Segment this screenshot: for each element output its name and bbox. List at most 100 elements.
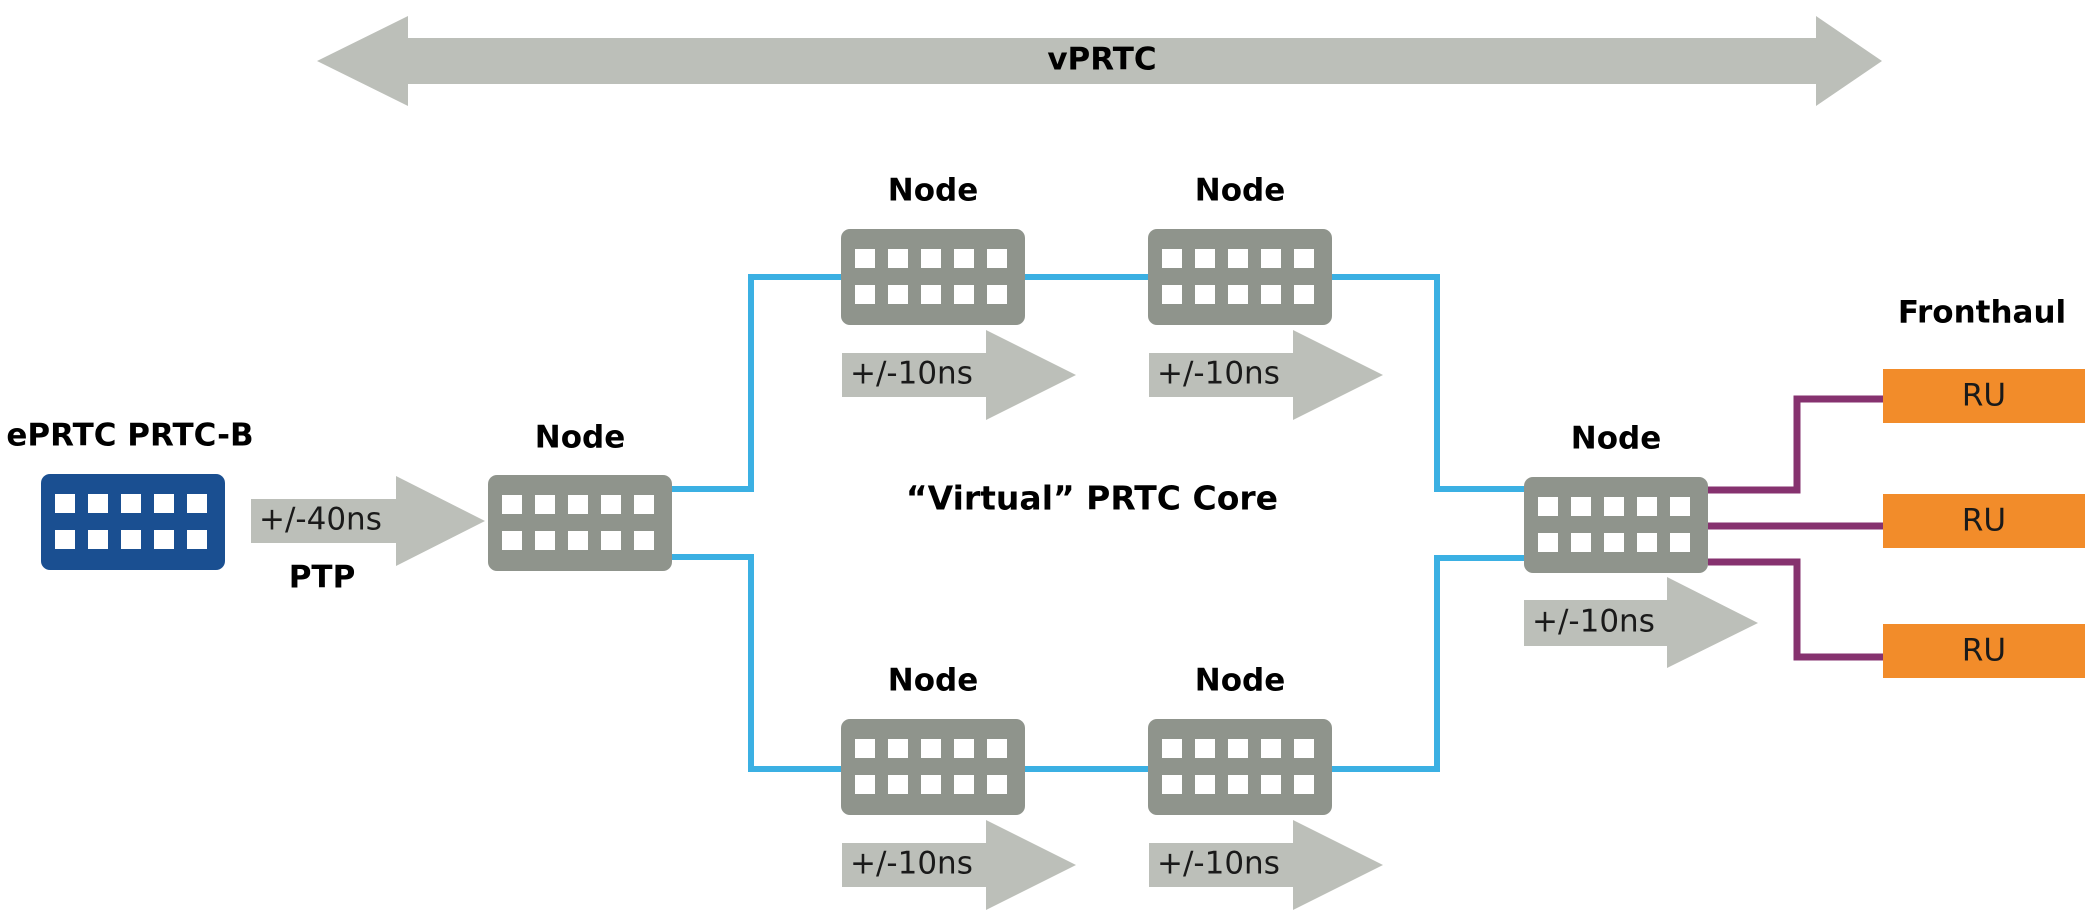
port — [601, 531, 621, 550]
port — [55, 494, 75, 513]
node-top-right-offset-label: +/-10ns — [1157, 356, 1280, 392]
port — [954, 249, 974, 268]
port — [502, 495, 522, 514]
node-bottom-right-label: Node — [1195, 663, 1285, 699]
port — [187, 494, 207, 513]
node-bottom-right-offset-arrow — [1149, 820, 1383, 910]
port — [601, 495, 621, 514]
node-top-left-offset-arrow — [842, 330, 1076, 420]
port — [535, 495, 555, 514]
node-bottom-left-offset-label: +/-10ns — [850, 846, 973, 882]
port — [1538, 497, 1558, 516]
node-bottom-right-device — [1148, 719, 1332, 815]
core-links — [672, 274, 1623, 772]
port — [1294, 285, 1314, 304]
port — [888, 775, 908, 794]
port — [121, 530, 141, 549]
link-ingress-to-bottom — [672, 554, 845, 772]
source-eprtc: ePRTC PRTC-B — [6, 418, 254, 570]
port — [1604, 497, 1624, 516]
port — [1637, 533, 1657, 552]
node-top-right-device — [1148, 229, 1332, 325]
port — [154, 530, 174, 549]
port — [921, 739, 941, 758]
source-protocol-label: PTP — [289, 560, 356, 596]
node-top-right-ports — [1162, 249, 1314, 304]
fronthaul-link-ru-1 — [1708, 395, 1887, 494]
port — [1538, 533, 1558, 552]
node-top-left-ports — [855, 249, 1007, 304]
port — [1294, 249, 1314, 268]
port — [954, 739, 974, 758]
port — [954, 775, 974, 794]
fronthaul-links — [1708, 395, 1887, 661]
port — [921, 775, 941, 794]
port — [1261, 775, 1281, 794]
node-bottom-left-label: Node — [888, 663, 978, 699]
port — [1195, 739, 1215, 758]
node-bottom-left-offset-arrow — [842, 820, 1076, 910]
port — [88, 530, 108, 549]
core-label: “Virtual” PRTC Core — [906, 479, 1278, 518]
port — [855, 249, 875, 268]
node-egress-offset-arrow — [1524, 577, 1758, 668]
node-egress-ports — [1538, 497, 1690, 552]
port — [1162, 775, 1182, 794]
port — [1604, 533, 1624, 552]
source-label: ePRTC PRTC-B — [6, 418, 253, 454]
port — [55, 530, 75, 549]
source-device — [41, 474, 225, 570]
port — [568, 495, 588, 514]
port — [888, 285, 908, 304]
port — [1162, 285, 1182, 304]
port — [634, 495, 654, 514]
port — [568, 531, 588, 550]
port — [121, 494, 141, 513]
port — [855, 739, 875, 758]
link-top-right-to-egress — [1330, 274, 1527, 492]
node-egress: Node +/-10ns — [1524, 421, 1758, 668]
vprtc-banner: vPRTC — [317, 16, 1882, 106]
port — [1670, 533, 1690, 552]
ru-box-2 — [1883, 494, 2085, 548]
node-bottom-left: Node +/-10ns — [841, 663, 1076, 910]
port — [1571, 497, 1591, 516]
source-offset-arrow: +/-40ns PTP — [251, 476, 485, 596]
node-bottom-right: Node +/-10ns — [1148, 663, 1383, 910]
port — [88, 494, 108, 513]
node-top-left-label: Node — [888, 173, 978, 209]
port — [987, 739, 1007, 758]
vprtc-label: vPRTC — [1047, 42, 1156, 78]
port — [855, 285, 875, 304]
node-top-right-label: Node — [1195, 173, 1285, 209]
port — [1228, 739, 1248, 758]
port — [987, 775, 1007, 794]
ru-box-3 — [1883, 624, 2085, 678]
ru-label-2: RU — [1962, 503, 2006, 539]
node-top-left-offset-label: +/-10ns — [850, 356, 973, 392]
source-arrow-shape — [251, 476, 485, 566]
port — [1228, 775, 1248, 794]
node-top-right-offset-arrow — [1149, 330, 1383, 420]
node-bottom-left-device — [841, 719, 1025, 815]
port — [634, 531, 654, 550]
port — [187, 530, 207, 549]
port — [1261, 739, 1281, 758]
port — [1195, 285, 1215, 304]
port — [987, 285, 1007, 304]
node-egress-offset-label: +/-10ns — [1532, 604, 1655, 640]
port — [1162, 249, 1182, 268]
port — [855, 775, 875, 794]
node-top-right: Node +/-10ns — [1148, 173, 1383, 420]
port — [888, 739, 908, 758]
port — [535, 531, 555, 550]
port — [921, 249, 941, 268]
node-bottom-right-offset-label: +/-10ns — [1157, 846, 1280, 882]
port — [921, 285, 941, 304]
port — [1637, 497, 1657, 516]
port — [1228, 249, 1248, 268]
port — [1195, 775, 1215, 794]
source-ports — [55, 494, 207, 549]
port — [954, 285, 974, 304]
